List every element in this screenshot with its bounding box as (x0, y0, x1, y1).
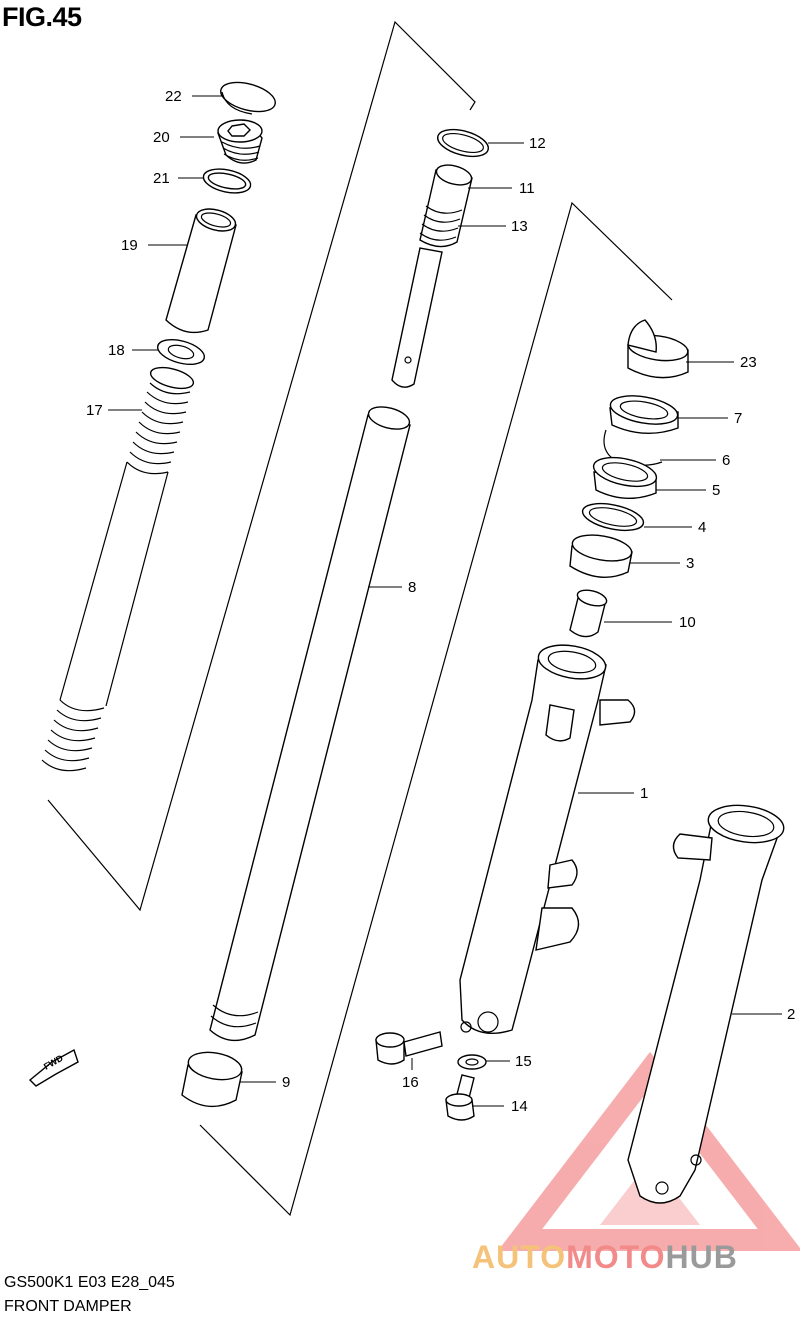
part-18-washer (156, 338, 206, 366)
leader-lines (108, 95, 782, 1107)
fwd-arrow-icon: FWD (28, 1048, 79, 1087)
callout-3: 3 (686, 555, 694, 572)
part-10-oil-lock (569, 589, 608, 638)
watermark-part-moto: MOTO (566, 1239, 665, 1275)
callout-22: 22 (165, 88, 182, 105)
part-1-outer-tube (459, 644, 636, 1034)
watermark-part-hub: HUB (665, 1239, 737, 1275)
callout-17: 17 (86, 402, 103, 419)
part-23-dust-seal (627, 319, 689, 379)
callout-8: 8 (408, 579, 416, 596)
part-21-o-ring (202, 168, 252, 194)
part-11-13-rod-top (391, 164, 473, 388)
callout-9: 9 (282, 1074, 290, 1091)
callout-12: 12 (529, 135, 546, 152)
part-22-cap (220, 81, 276, 115)
callout-19: 19 (121, 237, 138, 254)
figure-name: FRONT DAMPER (4, 1298, 132, 1315)
part-15-washer (457, 1054, 487, 1070)
callout-10: 10 (679, 614, 696, 631)
callout-15: 15 (515, 1053, 532, 1070)
callout-labels: 22 20 21 19 18 17 12 11 13 8 9 23 7 6 5 … (86, 88, 795, 1115)
figure-title: FIG.45 (2, 2, 82, 32)
callout-1: 1 (640, 785, 648, 802)
callout-4: 4 (698, 519, 706, 536)
callout-16: 16 (402, 1074, 419, 1091)
part-8-inner-tube (209, 406, 411, 1042)
callout-14: 14 (511, 1098, 528, 1115)
callout-11: 11 (519, 180, 535, 197)
part-20-bolt (217, 119, 263, 164)
part-4-washer (581, 502, 645, 532)
callout-20: 20 (153, 129, 170, 146)
callout-2: 2 (787, 1006, 795, 1023)
callout-5: 5 (712, 482, 720, 499)
callout-7: 7 (734, 410, 742, 427)
callout-6: 6 (722, 452, 730, 469)
part-2-outer-tube (627, 804, 785, 1204)
callout-21: 21 (153, 170, 170, 187)
callout-23: 23 (740, 354, 757, 371)
watermark-part-auto: AUTO (472, 1239, 566, 1275)
group-frame-left (47, 20, 476, 912)
watermark-text: AUTOMOTOHUB (472, 1239, 738, 1275)
part-14-bolt (445, 1074, 475, 1121)
part-17-spring (41, 366, 195, 772)
part-3-bushing (569, 534, 633, 578)
callout-13: 13 (511, 218, 528, 235)
callout-18: 18 (108, 342, 125, 359)
part-5-oil-seal (592, 456, 658, 499)
part-12-ring (436, 128, 490, 158)
part-7-stopper-ring (609, 395, 679, 435)
part-19-spacer (165, 208, 237, 334)
figure-code: GS500K1 E03 E28_045 (4, 1274, 175, 1291)
part-16-bolt (375, 1031, 443, 1065)
part-9-bushing (181, 1051, 243, 1108)
group-frame-bottom (199, 201, 673, 1217)
